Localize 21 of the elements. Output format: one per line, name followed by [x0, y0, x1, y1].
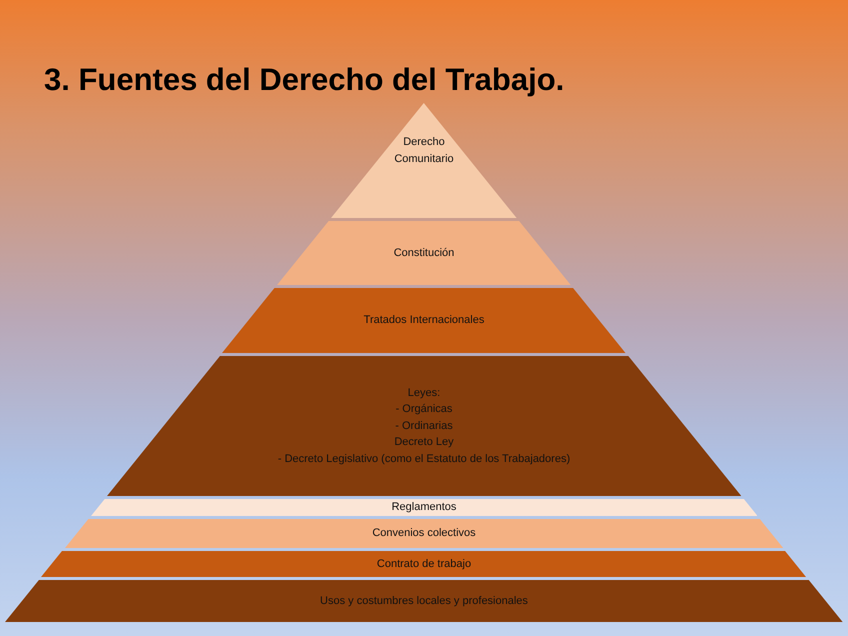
- tier-label: - Ordinarias: [395, 418, 453, 434]
- pyramid-tier: [5, 580, 843, 622]
- tier-label: Derecho Comunitario: [393, 135, 455, 166]
- pyramid-tier: [106, 356, 742, 496]
- pyramid-tier: [90, 499, 758, 516]
- tier-label: Leyes:: [408, 386, 440, 401]
- tier-label: - Orgánicas: [396, 402, 452, 418]
- tier-label: Tratados Internacionales: [364, 313, 484, 328]
- pyramid-tier: [277, 221, 571, 285]
- tier-label: Reglamentos: [392, 500, 456, 516]
- pyramid-tier: [222, 288, 626, 353]
- pyramid-tier: [331, 103, 517, 218]
- pyramid-tier: [64, 519, 784, 548]
- tier-label: Convenios colectivos: [372, 526, 476, 542]
- tier-label: Contrato de trabajo: [376, 556, 472, 572]
- slide-title: 3. Fuentes del Derecho del Trabajo.: [44, 62, 564, 98]
- tier-label: Usos y costumbres locales y profesionales: [320, 594, 528, 609]
- tier-label: Decreto Ley: [394, 435, 454, 450]
- pyramid-tier: [41, 551, 806, 577]
- tier-label: - Decreto Legislativo (como el Estatuto de los Trabajadores): [278, 452, 570, 467]
- tier-label: Constitución: [394, 246, 454, 261]
